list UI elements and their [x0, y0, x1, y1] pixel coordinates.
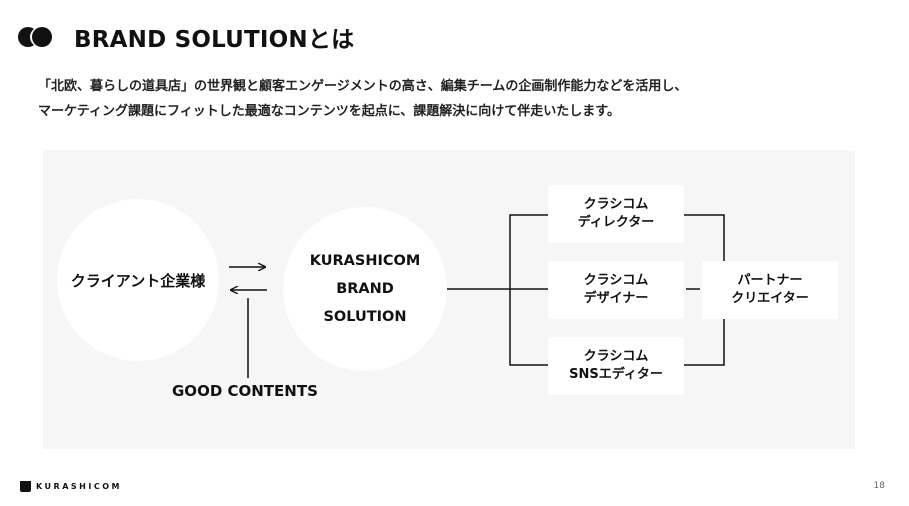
footer-brand: KURASHICOM [36, 482, 122, 491]
description-line-2: マーケティング課題にフィットした最適なコンテンツを起点に、課題解決に向けて伴走い… [38, 104, 621, 119]
brand-line-3: SOLUTION [323, 309, 407, 325]
designer-line-2: デザイナー [583, 291, 649, 306]
brand-logo-icon [18, 27, 52, 47]
designer-line-1: クラシコム [583, 273, 649, 288]
partner-line-2: クリエイター [731, 291, 809, 306]
page-title: BRAND SOLUTIONとは [74, 27, 355, 53]
footer-logo: KURASHICOM [20, 481, 122, 492]
page-number: 18 [873, 481, 885, 491]
partner-line-1: パートナー [737, 273, 803, 288]
director-line-2: ディレクター [577, 215, 655, 230]
client-label: クライアント企業様 [70, 271, 206, 290]
description-line-1: 「北欧、暮らしの道具店」の世界観と顧客エンゲージメントの高さ、編集チームの企画制… [38, 79, 688, 94]
sns-editor-box: クラシコム SNSエディター [548, 337, 684, 395]
brand-solution-circle: KURASHICOM BRAND SOLUTION [283, 207, 447, 371]
director-box: クラシコム ディレクター [548, 185, 684, 243]
sns-line-1: クラシコム [583, 349, 649, 364]
director-line-1: クラシコム [583, 197, 649, 212]
team-bracket-right [684, 214, 725, 366]
brand-line-1: KURASHICOM [309, 253, 421, 269]
client-circle: クライアント企業様 [57, 199, 219, 361]
designer-box: クラシコム デザイナー [548, 261, 684, 319]
cup-icon [20, 481, 31, 492]
brand-line-2: BRAND [336, 281, 394, 297]
description: 「北欧、暮らしの道具店」の世界観と顧客エンゲージメントの高さ、編集チームの企画制… [38, 74, 878, 124]
partner-creator-box: パートナー クリエイター [702, 261, 838, 319]
sns-line-2: SNSエディター [569, 367, 663, 382]
team-bracket-left [509, 214, 548, 366]
good-contents-label: GOOD CONTENTS [172, 382, 318, 400]
